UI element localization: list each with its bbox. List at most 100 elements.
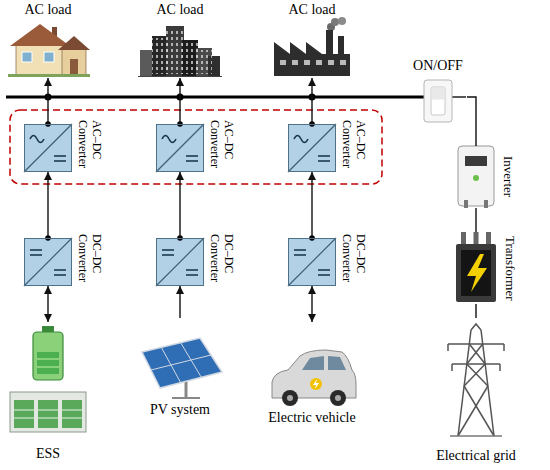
solar-panel-icon <box>151 343 211 383</box>
factory-icon <box>326 30 333 54</box>
label-group: AC load <box>4 2 92 18</box>
converter-symbol <box>24 124 336 286</box>
tower-icon <box>464 386 494 436</box>
node-label: DC–DC Converter <box>207 234 235 292</box>
switch-icon <box>431 87 445 115</box>
node-label: Electric vehicle <box>268 410 355 426</box>
node-label: ON/OFF <box>413 58 463 74</box>
transformer-icon <box>456 232 496 302</box>
vehicle-icon <box>272 350 356 406</box>
factory-icon <box>328 60 334 65</box>
switch-icon <box>424 80 452 122</box>
buildings-icon <box>152 36 168 76</box>
label-group: AC load <box>136 2 224 18</box>
storage-icon <box>37 360 59 366</box>
label-group: ESS <box>4 446 92 462</box>
inverter-icon <box>458 146 494 206</box>
node-label: DC–DC Converter <box>75 234 103 292</box>
label-group: Electrical grid <box>420 448 532 464</box>
connector <box>311 78 312 124</box>
converter-symbol <box>24 238 72 286</box>
tower-icon <box>450 435 502 437</box>
converter-box: AC–DC Converter <box>288 124 336 172</box>
inverter-icon <box>465 156 487 166</box>
vehicle-icon <box>328 356 346 370</box>
tower-icon <box>458 386 488 436</box>
vehicle-icon <box>302 356 324 370</box>
ac-bus <box>6 96 424 99</box>
transformer-icon <box>461 232 466 244</box>
factory-icon <box>316 60 322 65</box>
label-group: ON/OFF <box>409 58 467 74</box>
connector <box>467 97 476 146</box>
house-icon <box>8 24 90 77</box>
label-group: DC–DC Converter <box>207 234 235 292</box>
switch-icon <box>432 88 445 100</box>
transformer-icon <box>486 232 491 244</box>
buildings-icon <box>196 50 212 74</box>
node-label: AC–DC Converter <box>339 120 367 178</box>
load-node: AC load <box>136 2 224 78</box>
storage-icon <box>33 332 63 380</box>
solar-panel-icon <box>172 397 200 399</box>
storage-icon <box>14 410 82 418</box>
tower-icon <box>464 364 485 386</box>
house-icon <box>70 59 78 75</box>
node-label: Inverter <box>500 156 515 197</box>
label-group: DC–DC Converter <box>339 234 367 292</box>
factory-icon <box>280 60 286 65</box>
tower-icon <box>451 364 453 371</box>
vehicle-icon <box>272 350 356 398</box>
node-label: Electrical grid <box>436 448 516 464</box>
inverter-icon <box>473 175 479 181</box>
connector <box>179 172 180 238</box>
connector <box>475 208 476 232</box>
solar-panel-icon <box>142 338 222 398</box>
transformer-icon <box>474 232 479 244</box>
buildings-icon <box>182 42 198 74</box>
buildings-icon <box>138 26 222 77</box>
vehicle-icon <box>313 379 319 389</box>
converter-box: AC–DC Converter <box>24 124 72 172</box>
tower-icon <box>499 364 501 371</box>
grid-node: Electrical grid <box>420 318 532 464</box>
factory-icon <box>338 36 344 54</box>
converter-box: AC–DC Converter <box>156 124 204 172</box>
storage-icon <box>62 418 82 419</box>
converter-symbol <box>24 124 72 172</box>
tower-icon <box>448 343 504 345</box>
tower-icon <box>447 344 449 351</box>
node-label: AC load <box>288 2 335 18</box>
node-label: AC–DC Converter <box>75 120 103 178</box>
tower-icon <box>469 344 485 364</box>
converter-box: DC–DC Converter <box>156 238 204 286</box>
factory-icon <box>274 42 322 54</box>
source-node: Electric vehicle <box>262 322 362 426</box>
device-node: Transformer <box>456 232 519 304</box>
label-group: AC load <box>268 2 356 18</box>
vehicle-icon <box>335 395 341 401</box>
storage-icon <box>38 410 58 411</box>
converter-symbol <box>288 238 336 286</box>
vehicle-icon <box>287 395 293 401</box>
factory-icon <box>331 18 339 26</box>
buildings-icon <box>166 28 184 74</box>
connector <box>311 172 312 238</box>
load-node: AC load <box>4 2 92 78</box>
connector <box>47 286 48 322</box>
converter-symbol <box>156 124 204 172</box>
converter-box: DC–DC Converter <box>24 238 72 286</box>
factory-icon <box>280 60 346 65</box>
inverter-icon <box>464 200 468 208</box>
label-group: AC–DC Converter <box>75 120 103 178</box>
node-label: DC–DC Converter <box>339 234 367 292</box>
tower-icon <box>467 344 483 364</box>
label-group: Inverter <box>500 156 515 197</box>
house-icon <box>22 52 32 62</box>
storage-icon <box>14 410 34 411</box>
storage-icon <box>38 400 58 428</box>
connector <box>179 286 180 318</box>
label-group: Transformer <box>502 236 517 301</box>
factory-icon <box>274 17 350 76</box>
